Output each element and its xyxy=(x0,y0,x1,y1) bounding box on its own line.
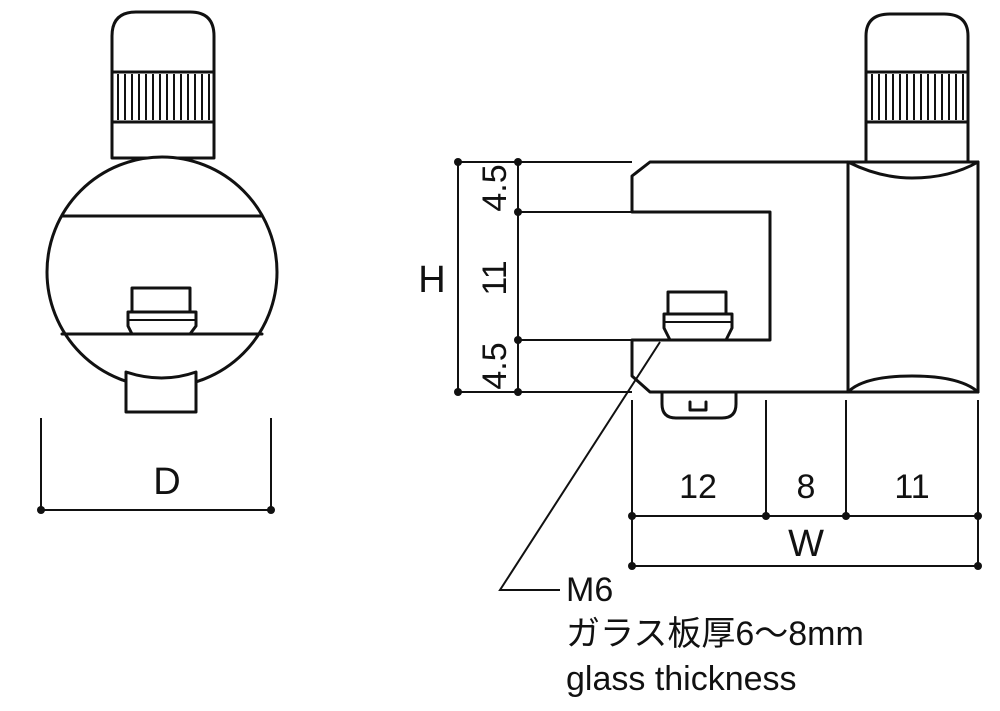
front-knob-cap xyxy=(110,10,216,74)
callout-glass-en: glass thickness xyxy=(566,660,797,698)
side-screw-head xyxy=(660,390,738,420)
side-knob-knurl xyxy=(864,70,970,124)
dim-h-bot: 4.5 xyxy=(476,342,514,389)
front-knurl-lines xyxy=(117,74,210,120)
callout-leader xyxy=(498,341,661,591)
dim-w-b: 8 xyxy=(797,468,816,506)
dim-d-label: D xyxy=(153,461,180,503)
dim-w-a: 12 xyxy=(679,468,717,506)
dim-h-mid: 11 xyxy=(476,260,514,295)
side-knob-cap xyxy=(864,12,970,74)
dim-h-label: H xyxy=(418,259,445,301)
side-screw-body xyxy=(662,312,734,342)
dim-h-top: 4.5 xyxy=(476,164,514,211)
front-knob-knurl xyxy=(110,70,216,124)
front-screw-body xyxy=(126,310,198,336)
front-knob-base xyxy=(110,120,216,160)
side-knob-base xyxy=(864,120,970,164)
front-view: D xyxy=(37,10,279,514)
side-screw-top xyxy=(666,290,728,316)
callout-m6: M6 xyxy=(566,571,613,609)
callout-glass-jp: ガラス板厚6～8mm xyxy=(566,615,864,653)
dim-w-c: 11 xyxy=(894,468,929,506)
side-clamp-body xyxy=(630,160,850,394)
front-body-circle xyxy=(45,155,279,389)
dim-w-label: W xyxy=(788,523,824,565)
front-screw-top xyxy=(130,286,192,314)
side-cylinder xyxy=(846,160,980,394)
side-knurl-lines xyxy=(871,74,964,120)
side-view: H 4.5 11 4.5 12 8 11 W xyxy=(418,12,982,591)
front-bottom-foot xyxy=(124,370,198,414)
